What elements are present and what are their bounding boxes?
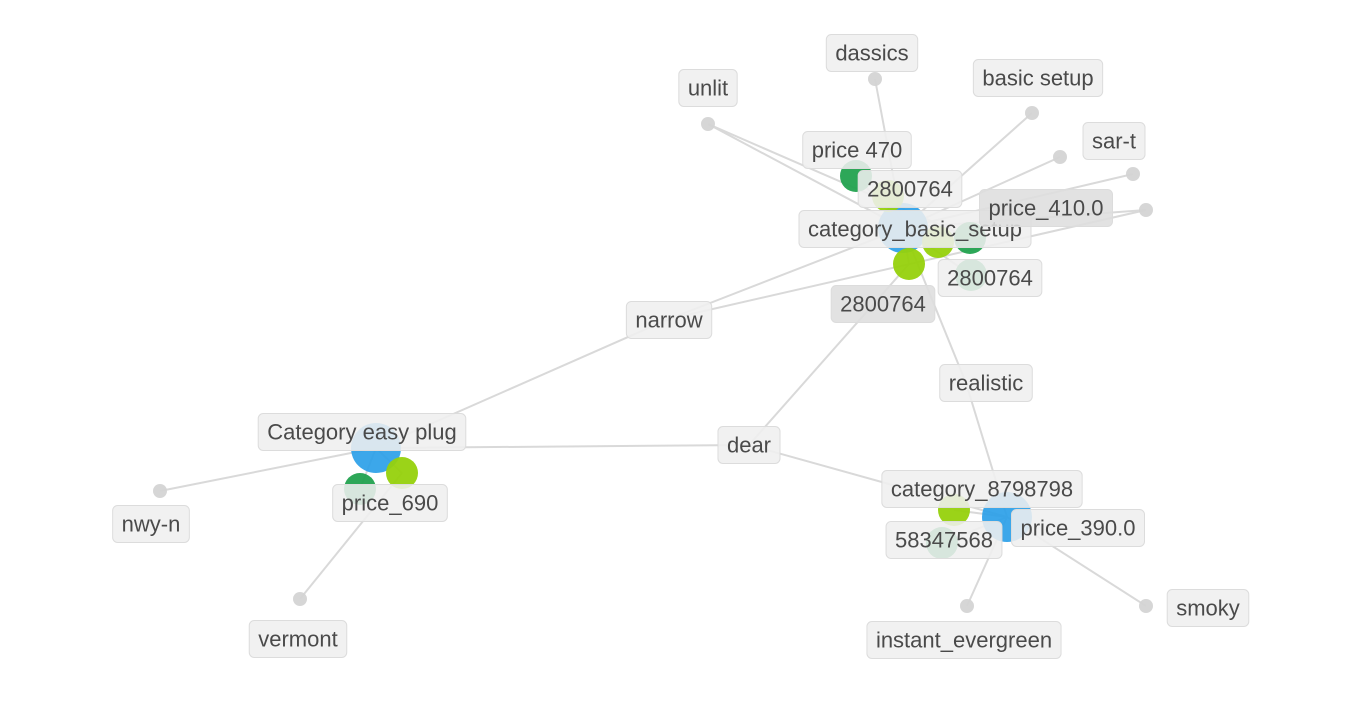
edge-basicsetup-cat_basic xyxy=(902,112,1033,229)
label-id_right: 2800764 xyxy=(937,259,1043,297)
label-bg-price390 xyxy=(1011,509,1145,547)
node-dot-dassics[interactable] xyxy=(868,72,882,86)
node-dot-instant[interactable] xyxy=(960,599,974,613)
label-narrow: narrow xyxy=(625,301,713,339)
label-bg-cat879 xyxy=(881,470,1083,508)
label-cat879: category_8798798 xyxy=(881,470,1083,508)
label-text-instant: instant_evergreen xyxy=(876,628,1052,653)
node-dot1[interactable] xyxy=(1126,167,1140,181)
label-text-nwyn: nwy-n xyxy=(122,512,181,537)
label-bg-narrow xyxy=(625,301,713,339)
edge-nwyn-cat_easy xyxy=(159,447,377,492)
node-dot-vermont[interactable] xyxy=(293,592,307,606)
label-realistic: realistic xyxy=(939,364,1033,402)
label-text-price390: price_390.0 xyxy=(1021,516,1136,541)
label-dassics: dassics xyxy=(825,34,919,72)
node-dot-easy_lime[interactable] xyxy=(386,457,418,489)
label-unlit: unlit xyxy=(678,69,738,107)
node-dot-smoky[interactable] xyxy=(1139,599,1153,613)
node-easy_lime[interactable] xyxy=(386,457,418,489)
label-bg-realistic xyxy=(939,364,1033,402)
label-text-price690: price_690 xyxy=(342,491,439,516)
label-text-narrow: narrow xyxy=(635,308,702,333)
label-text-cat879: category_8798798 xyxy=(891,477,1073,502)
label-bg-vermont xyxy=(248,620,348,658)
label-text-realistic: realistic xyxy=(949,371,1024,396)
label-bg-price410 xyxy=(979,189,1113,227)
label-bg-instant xyxy=(866,621,1062,659)
label-text-id_bottom: 2800764 xyxy=(840,292,926,317)
label-text-vermont: vermont xyxy=(258,627,337,652)
node-dot-basicsetup[interactable] xyxy=(1025,106,1039,120)
label-bg-nwyn xyxy=(112,505,190,543)
node-dassics[interactable] xyxy=(868,72,882,86)
label-instant: instant_evergreen xyxy=(866,621,1062,659)
node-dot-nwyn[interactable] xyxy=(153,484,167,498)
node-dot-dot2[interactable] xyxy=(1139,203,1153,217)
label-text-unlit: unlit xyxy=(688,76,728,101)
label-bg-cat_easy xyxy=(257,413,467,451)
label-bg-id_bottom xyxy=(830,285,936,323)
label-bg-dear xyxy=(717,426,781,464)
node-smoky[interactable] xyxy=(1139,599,1153,613)
node-dot-sart[interactable] xyxy=(1053,150,1067,164)
label-bg-cat_basic xyxy=(798,210,1032,248)
label-bg-dassics xyxy=(825,34,919,72)
node-dot2[interactable] xyxy=(1139,203,1153,217)
label-text-cat_easy: Category easy plug xyxy=(267,420,457,445)
label-bg-unlit xyxy=(678,69,738,107)
label-bg-price690 xyxy=(332,484,448,522)
label-cat_easy: Category easy plug xyxy=(257,413,467,451)
label-price410: price_410.0 xyxy=(979,189,1113,227)
label-text-id_top: 2800764 xyxy=(867,177,953,202)
label-bg-smoky xyxy=(1166,589,1250,627)
label-bg-basicsetup xyxy=(972,59,1104,97)
label-bg-sart xyxy=(1082,122,1146,160)
label-dear: dear xyxy=(717,426,781,464)
label-price690: price_690 xyxy=(332,484,448,522)
label-text-id583: 58347568 xyxy=(895,528,993,553)
label-bg-id583 xyxy=(885,521,1003,559)
label-text-basicsetup: basic setup xyxy=(982,66,1093,91)
label-text-sart: sar-t xyxy=(1092,129,1136,154)
label-id_top: 2800764 xyxy=(857,170,963,208)
label-bg-id_right xyxy=(937,259,1043,297)
node-vermont[interactable] xyxy=(293,592,307,606)
label-text-smoky: smoky xyxy=(1176,596,1240,621)
label-bg-price470 xyxy=(802,131,912,169)
label-vermont: vermont xyxy=(248,620,348,658)
node-dot-id_bottom[interactable] xyxy=(893,248,925,280)
label-text-price410: price_410.0 xyxy=(989,196,1104,221)
label-id583: 58347568 xyxy=(885,521,1003,559)
node-dot-unlit[interactable] xyxy=(701,117,715,131)
label-text-id_right: 2800764 xyxy=(947,266,1033,291)
label-sart: sar-t xyxy=(1082,122,1146,160)
label-text-dassics: dassics xyxy=(835,41,908,66)
label-id_bottom: 2800764 xyxy=(830,285,936,323)
label-text-price470: price 470 xyxy=(812,138,903,163)
node-dot-dot1[interactable] xyxy=(1126,167,1140,181)
label-nwyn: nwy-n xyxy=(112,505,190,543)
node-instant[interactable] xyxy=(960,599,974,613)
label-price390: price_390.0 xyxy=(1011,509,1145,547)
node-id_bottom[interactable] xyxy=(893,248,925,280)
label-price470: price 470 xyxy=(802,131,912,169)
node-sart[interactable] xyxy=(1053,150,1067,164)
label-smoky: smoky xyxy=(1166,589,1250,627)
label-text-dear: dear xyxy=(727,433,771,458)
node-nwyn[interactable] xyxy=(153,484,167,498)
node-basicsetup[interactable] xyxy=(1025,106,1039,120)
label-bg-id_top xyxy=(857,170,963,208)
node-unlit[interactable] xyxy=(701,117,715,131)
label-basicsetup: basic setup xyxy=(972,59,1104,97)
